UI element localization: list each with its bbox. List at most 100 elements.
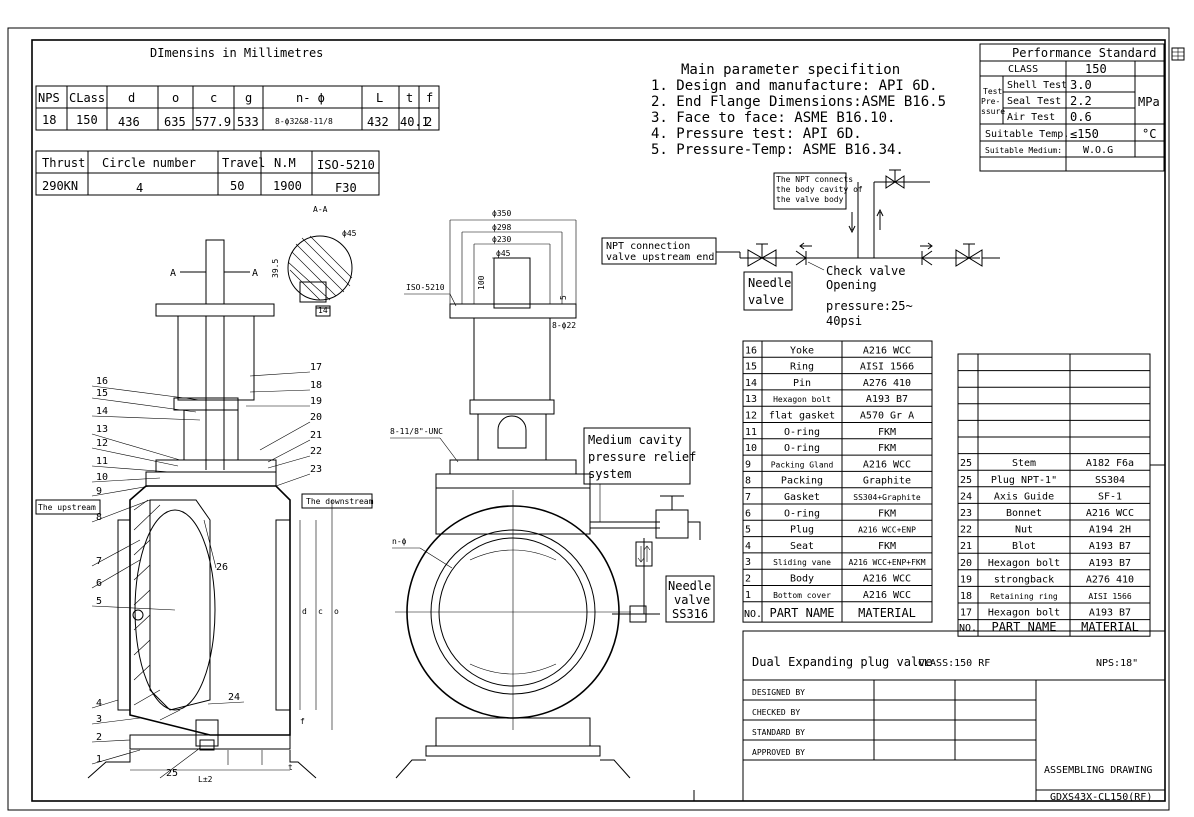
parts-row-no: 22: [960, 525, 972, 536]
title-block: Dual Expanding plug valve CLASS:150 RF N…: [742, 630, 1166, 803]
dim-d: d: [302, 607, 307, 616]
parts-row-name: Retaining ring: [990, 592, 1058, 601]
parts-row-material: A276 410: [863, 378, 911, 389]
dims-value: 150: [76, 113, 98, 127]
needle-valve-note: Needle: [748, 276, 791, 290]
parts-row-name: Packing: [781, 476, 823, 487]
parts-row-no: 18: [960, 591, 972, 602]
perf-medium-label: Suitable Medium:: [985, 146, 1062, 155]
parts-row-material: FKM: [878, 427, 896, 438]
thrust-header: Thrust: [42, 156, 85, 170]
parts-row-no: 23: [960, 508, 972, 519]
parts-row-no: 4: [745, 541, 751, 552]
npt-body-note: the body cavity of: [776, 185, 863, 194]
titleblock-drawing: ASSEMBLING DRAWING: [1044, 765, 1152, 776]
parts-row-material: A193 B7: [1089, 608, 1131, 619]
parts-row-name: Yoke: [790, 345, 814, 356]
nphi-label: n-ϕ: [392, 537, 407, 546]
parts-row-no: 1: [745, 590, 751, 601]
dims-value: 2: [425, 115, 432, 129]
thrust-header: ISO-5210: [317, 158, 375, 172]
callout: 1: [96, 754, 102, 765]
parts-row-no: 6: [745, 508, 751, 519]
perf-class-value: 150: [1085, 62, 1107, 76]
iso-label: ISO-5210: [406, 283, 445, 292]
callout: 9: [96, 486, 102, 497]
parts-row-name: Body: [790, 574, 814, 585]
parts-row-name: Sliding vane: [773, 558, 831, 567]
check-valve-note: 40psi: [826, 314, 862, 328]
callout: 4: [96, 698, 102, 709]
table-icon[interactable]: [1171, 47, 1185, 61]
callout: 6: [96, 578, 102, 589]
downstream-label: The downstream: [306, 497, 374, 506]
parts-row-name: Plug: [790, 525, 814, 536]
dims-header: CLass: [69, 91, 105, 105]
callout: 19: [310, 396, 322, 407]
parts-row-name: strongback: [994, 574, 1054, 585]
parts-row-no: 3: [745, 557, 751, 568]
perf-medium-value: W.O.G: [1083, 145, 1113, 156]
parts-row-no: 11: [745, 427, 757, 438]
section-aa: A-A ϕ45 39.5 14: [271, 205, 357, 317]
dims-value: 635: [164, 115, 186, 129]
parts-row-name: Pin: [793, 378, 811, 389]
thrust-value: 1900: [273, 179, 302, 193]
front-view: ϕ350 ϕ298 ϕ230 ϕ45 100 5 8-ϕ22 ISO-5210 …: [390, 209, 715, 779]
parts-row-material: A193 B7: [1089, 558, 1131, 569]
parts-header-no: NO.: [744, 609, 762, 620]
callout: 11: [96, 456, 108, 467]
parts-row-no: 2: [745, 574, 751, 585]
parts-row-material: A276 410: [1086, 574, 1134, 585]
perf-test-label: Pre-: [981, 97, 1000, 106]
titleblock-row: STANDARD BY: [752, 728, 805, 737]
parts-row-no: 17: [960, 608, 972, 619]
callout: 15: [96, 388, 108, 399]
parts-row-material: A216 WCC+ENP+FKM: [848, 558, 925, 567]
parts-row-no: 21: [960, 541, 972, 552]
piping-schematic: The NPT connects the body cavity of the …: [601, 169, 1000, 328]
parts-row-no: 16: [745, 345, 757, 356]
thrust-header: Circle number: [102, 156, 196, 170]
dims-header: c: [210, 91, 217, 105]
dims-header: NPS: [38, 91, 60, 105]
parts-row-name: Axis Guide: [994, 491, 1054, 502]
dim-t: t: [288, 763, 293, 772]
dims-header: d: [128, 91, 135, 105]
dim-45: ϕ45: [496, 249, 511, 258]
perf-temp-unit: °C: [1142, 127, 1156, 141]
dims-value: 18: [42, 113, 56, 127]
dims-header: f: [426, 91, 433, 105]
section-a: A: [252, 268, 258, 279]
needle-valve-note: valve: [748, 293, 784, 307]
parts-header-material: MATERIAL: [858, 606, 916, 620]
parts-row-name: Hexagon bolt: [988, 608, 1060, 619]
dim-230: ϕ230: [492, 235, 511, 244]
parts-row-material: A216 WCC: [1086, 508, 1134, 519]
parts-row-material: SS304+Graphite: [853, 493, 921, 502]
callout: 13: [96, 424, 108, 435]
callout: 18: [310, 380, 322, 391]
parts-row-no: 7: [745, 492, 751, 503]
dim-c: c: [318, 607, 323, 616]
check-valve-note: pressure:25~: [826, 299, 913, 313]
parts-row-name: Bonnet: [1006, 508, 1042, 519]
parts-row-material: A182 F6a: [1086, 458, 1134, 469]
titleblock-class: CLASS:150 RF: [918, 658, 990, 669]
parts-row-material: A193 B7: [1089, 541, 1131, 552]
perf-row-value: 3.0: [1070, 78, 1092, 92]
thrust-value: F30: [335, 181, 357, 195]
parts-row-no: 8: [745, 476, 751, 487]
npt-body-note: the valve body: [776, 195, 844, 204]
parts-row-name: flat gasket: [769, 411, 835, 422]
callout: 10: [96, 472, 108, 483]
holes-dim: 8-ϕ22: [552, 321, 576, 330]
parts-row-no: 25: [960, 458, 972, 469]
npt-upstream-note: valve upstream end: [606, 252, 714, 263]
perf-row-value: 2.2: [1070, 94, 1092, 108]
titleblock-row: DESIGNED BY: [752, 688, 805, 697]
shaft-dim: ϕ45: [342, 229, 357, 238]
